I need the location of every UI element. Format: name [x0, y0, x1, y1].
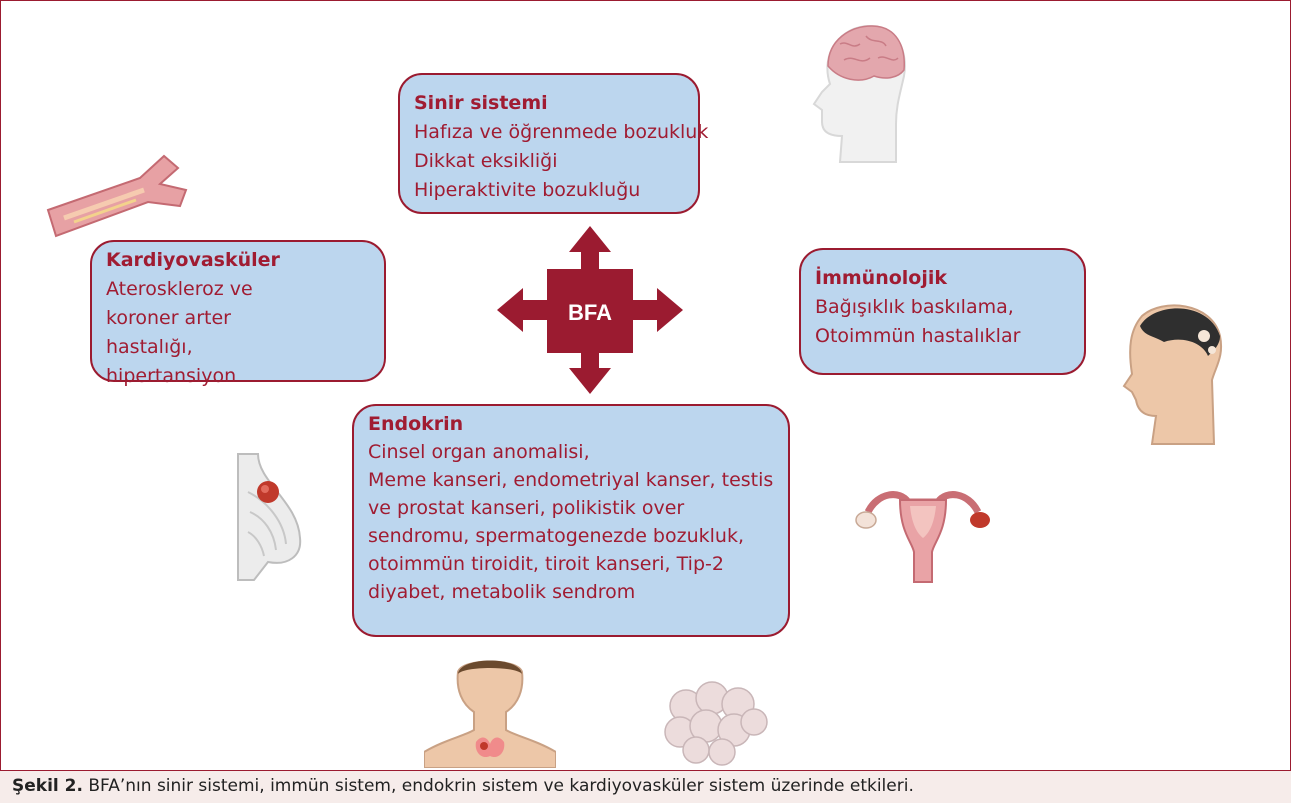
endocrine-line: Meme kanseri, endometriyal kanser, testi… — [368, 466, 774, 606]
immunological-line: Otoimmün hastalıklar — [815, 322, 1070, 351]
nervous-system-line: Dikkat eksikliği — [414, 147, 684, 176]
nervous-system-line: Hiperaktivite bozukluğu — [414, 176, 684, 205]
immunological-title: İmmünolojik — [815, 264, 1070, 293]
immunological-box: İmmünolojik Bağışıklık baskılama, Otoimm… — [799, 248, 1086, 375]
cardiovascular-line: hastalığı, — [106, 333, 370, 362]
nervous-system-line: Hafıza ve öğrenmede bozukluk — [414, 118, 684, 147]
cardiovascular-line: Ateroskleroz ve — [106, 275, 370, 304]
cardiovascular-box: Kardiyovasküler Ateroskleroz ve koroner … — [90, 240, 386, 382]
endocrine-box: Endokrin Cinsel organ anomalisi, Meme ka… — [352, 404, 790, 637]
brain-head-illustration — [800, 14, 910, 164]
arrow-right-icon — [633, 288, 683, 332]
arrow-up-icon — [569, 226, 611, 276]
thyroid-man-illustration — [424, 656, 556, 768]
arrow-left-icon — [497, 288, 547, 332]
nervous-system-box: Sinir sistemi Hafıza ve öğrenmede bozukl… — [398, 73, 700, 214]
cardiovascular-line: koroner arter — [106, 304, 370, 333]
breast-tumor-illustration — [228, 452, 308, 582]
immunological-line: Bağışıklık baskılama, — [815, 293, 1070, 322]
blood-vessel-illustration — [44, 150, 194, 240]
figure-caption: Şekil 2. BFA’nın sinir sistemi, immün si… — [0, 770, 1291, 803]
endocrine-line: Cinsel organ anomalisi, — [368, 438, 774, 466]
nervous-system-title: Sinir sistemi — [414, 89, 684, 118]
adipose-tissue-illustration — [656, 676, 774, 766]
cardiovascular-title: Kardiyovasküler — [106, 246, 370, 275]
caption-text: BFA’nın sinir sistemi, immün sistem, end… — [83, 776, 914, 796]
bfa-label: BFA — [568, 300, 612, 325]
bfa-hub: BFA — [495, 224, 685, 396]
endocrine-title: Endokrin — [368, 410, 774, 438]
uterus-illustration — [848, 482, 998, 586]
arrow-down-icon — [569, 346, 611, 394]
caption-label: Şekil 2. — [12, 776, 83, 796]
head-skin-illustration — [1112, 296, 1232, 446]
cardiovascular-line: hipertansiyon — [106, 362, 370, 391]
